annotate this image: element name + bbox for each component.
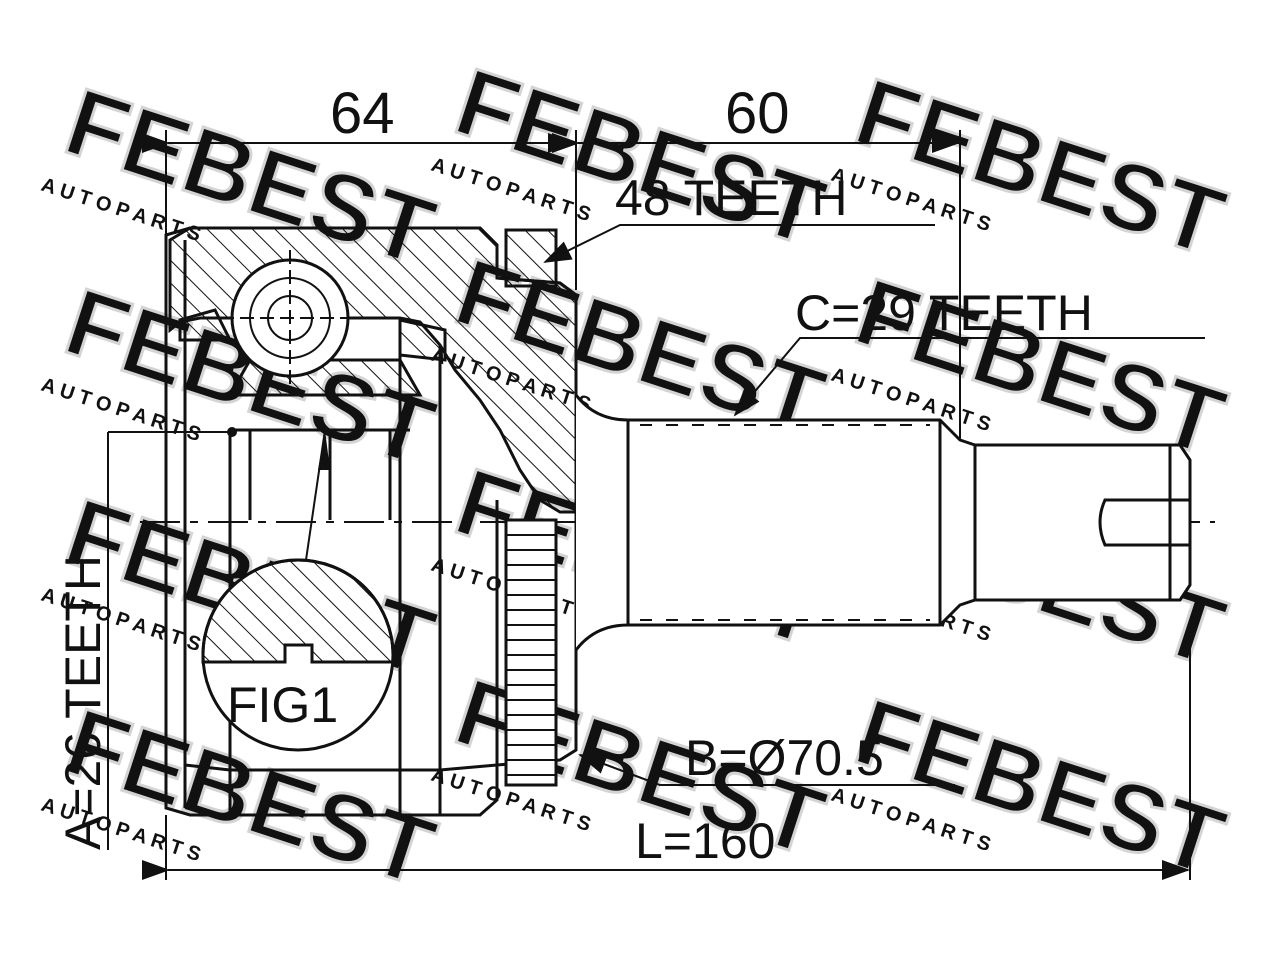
dim-outer-spline: C=29 TEETH: [795, 285, 1093, 341]
abs-ring-teeth: [506, 534, 556, 776]
dim-seal-diameter: B=Ø70.5: [685, 730, 884, 786]
dim-abs-teeth: 48 TEETH: [615, 170, 848, 226]
fig1-detail: [201, 429, 395, 752]
watermark-brand: FEBEST: [844, 58, 1237, 277]
dim-housing-length: 64: [330, 81, 395, 146]
dim-stub-length: 60: [725, 81, 790, 146]
dim-inner-spline: A=26 TEETH: [55, 555, 111, 850]
stub-shaft: [574, 394, 1192, 651]
ball-element: [220, 250, 360, 385]
dimension-lines: [107, 130, 1205, 880]
watermark-brand: FEBEST: [844, 678, 1237, 897]
fig1-label: FIG1: [227, 677, 338, 733]
dim-total-length: L=160: [635, 813, 775, 869]
